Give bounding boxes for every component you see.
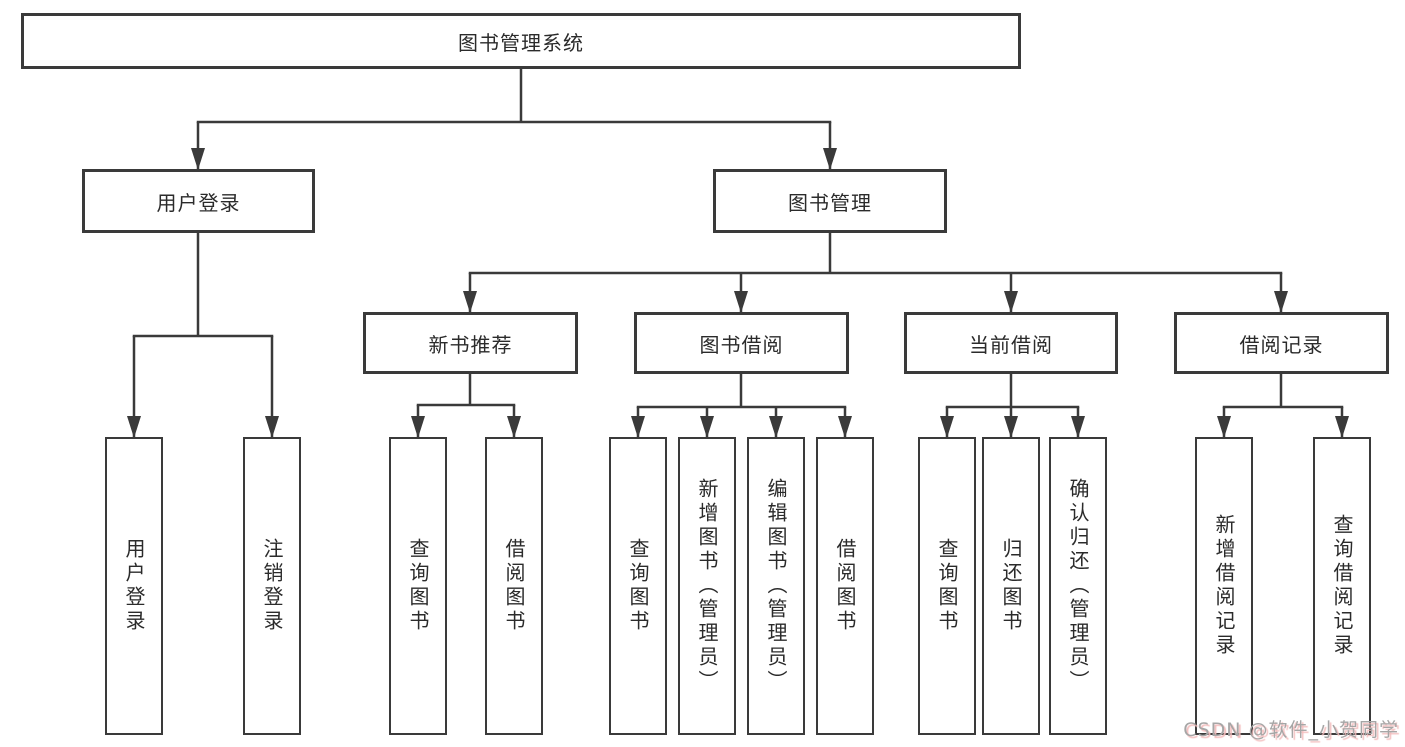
node-library-management-system: 图书管理系统 (21, 13, 1021, 69)
node-user-login: 用户登录 (82, 169, 315, 233)
node-label: 用户登录 (156, 190, 241, 215)
node-borrow-records: 借阅记录 (1174, 312, 1389, 374)
node-label: 图书管理系统 (458, 30, 584, 55)
node-book-borrow: 图书借阅 (634, 312, 849, 374)
leaf-user-login: 用户登录 (105, 437, 163, 735)
leaf-label: 查询借阅记录 (1330, 514, 1354, 658)
leaf-logout: 注销登录 (243, 437, 301, 735)
node-label: 当前借阅 (969, 332, 1053, 357)
node-new-book-recommend: 新书推荐 (363, 312, 578, 374)
leaf-label: 新增借阅记录 (1212, 514, 1236, 658)
leaf-label: 借阅图书 (502, 538, 526, 634)
node-label: 新书推荐 (428, 332, 513, 357)
node-label: 图书借阅 (699, 332, 784, 357)
leaf-confirm-return-admin: 确认归还（管理员） (1049, 437, 1107, 735)
leaf-label: 查询图书 (935, 538, 959, 634)
leaf-query-books-borrow: 查询图书 (609, 437, 667, 735)
leaf-borrow-books-recommend: 借阅图书 (485, 437, 543, 735)
leaf-label: 确认归还（管理员） (1066, 478, 1090, 694)
leaf-label: 查询图书 (626, 538, 650, 634)
node-current-borrow: 当前借阅 (904, 312, 1118, 374)
node-label: 图书管理 (788, 190, 872, 215)
leaf-query-books-current: 查询图书 (918, 437, 976, 735)
leaf-query-borrow-record: 查询借阅记录 (1313, 437, 1371, 735)
leaf-label: 借阅图书 (833, 538, 857, 634)
leaf-query-books-recommend: 查询图书 (389, 437, 447, 735)
leaf-borrow-books: 借阅图书 (816, 437, 874, 735)
leaf-edit-book-admin: 编辑图书（管理员） (747, 437, 805, 735)
leaf-label: 新增图书（管理员） (695, 478, 719, 694)
leaf-label: 编辑图书（管理员） (764, 478, 788, 694)
leaf-label: 查询图书 (406, 538, 430, 634)
leaf-label: 注销登录 (260, 538, 284, 634)
node-label: 借阅记录 (1239, 332, 1324, 357)
leaf-add-borrow-record: 新增借阅记录 (1195, 437, 1253, 735)
node-book-management: 图书管理 (713, 169, 947, 233)
leaf-label: 用户登录 (122, 538, 146, 634)
leaf-return-books: 归还图书 (982, 437, 1040, 735)
leaf-add-book-admin: 新增图书（管理员） (678, 437, 736, 735)
leaf-label: 归还图书 (999, 538, 1023, 634)
